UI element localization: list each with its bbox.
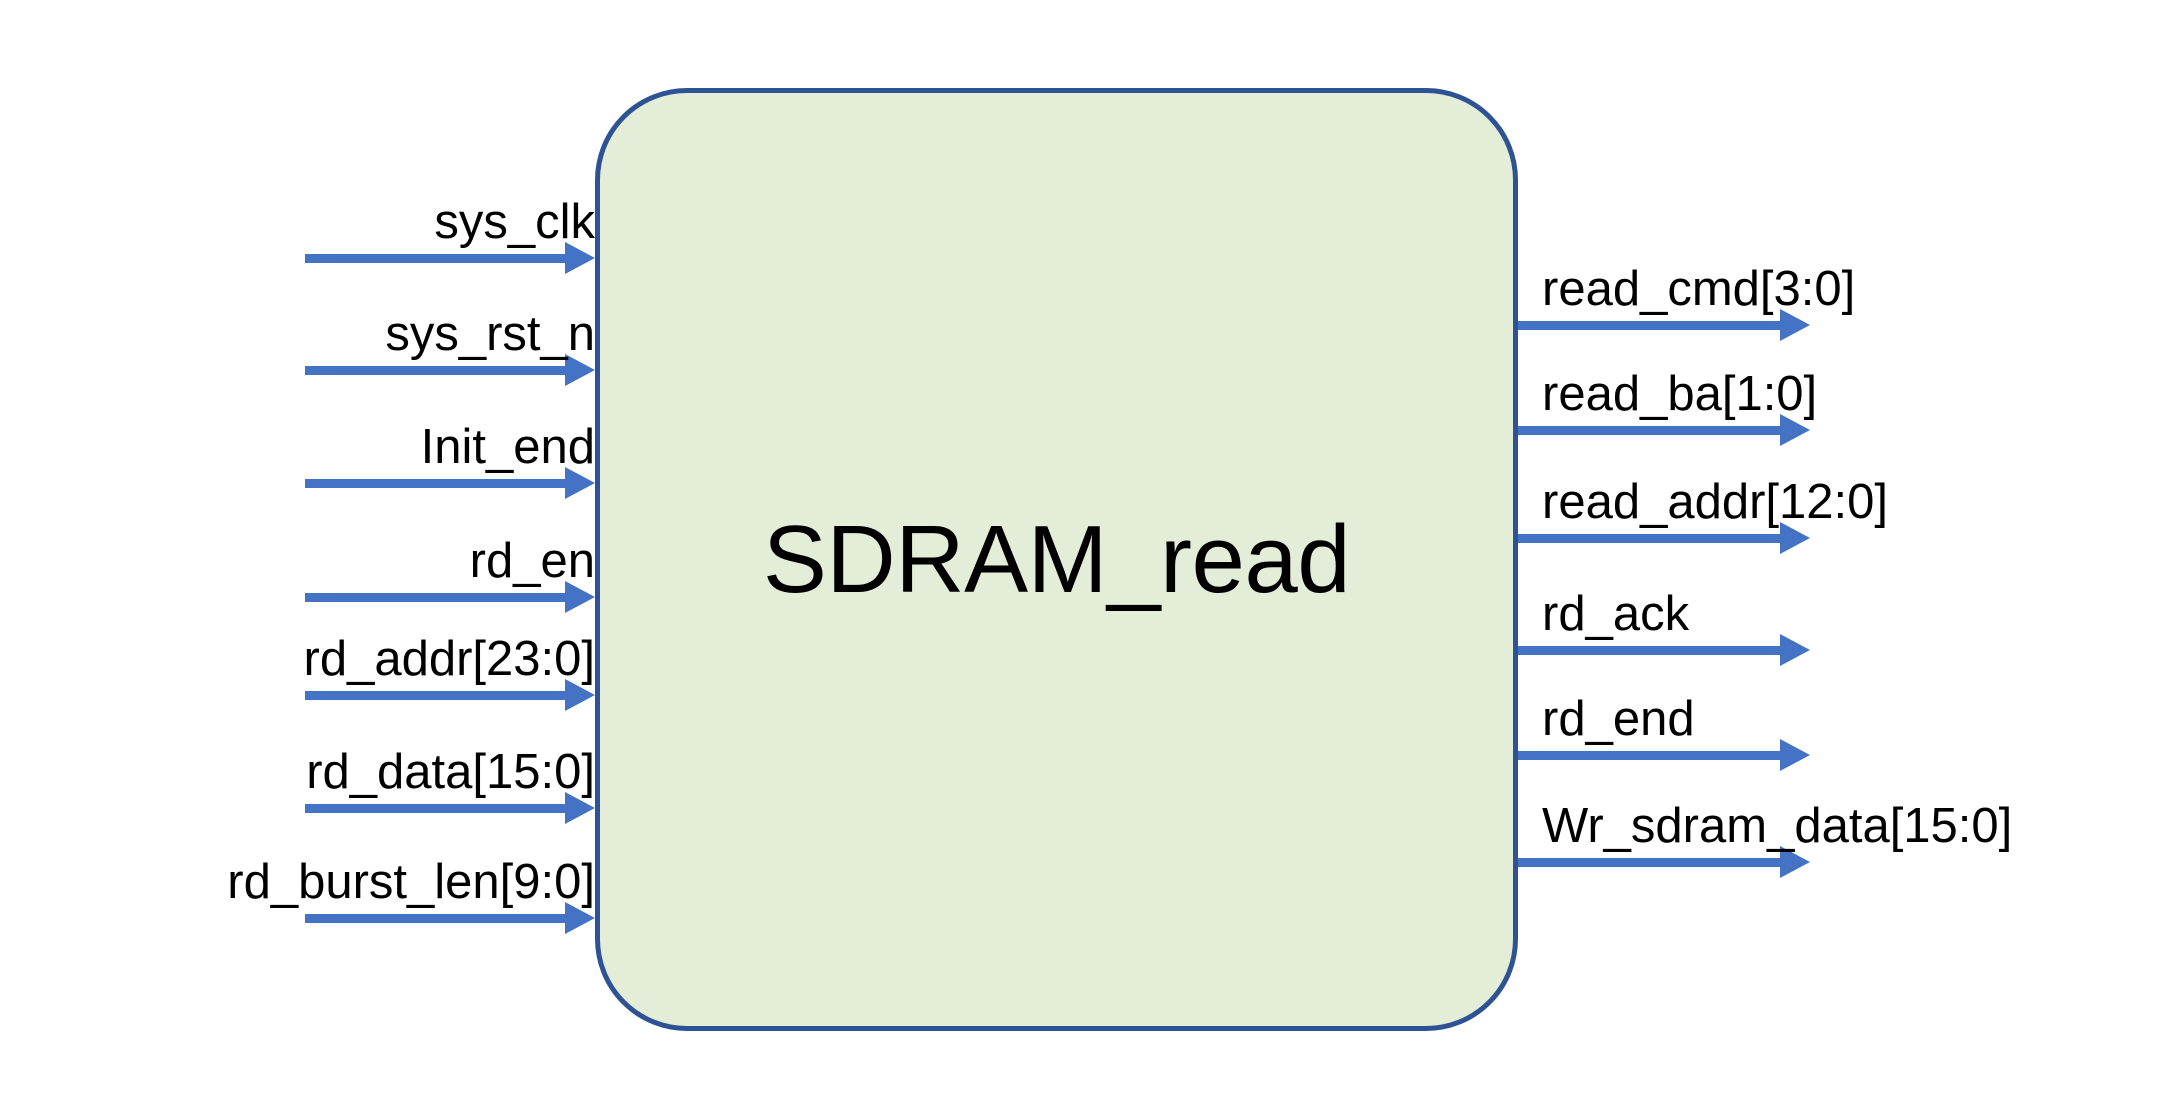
arrow-head-icon xyxy=(565,467,595,499)
output-arrow-shaft xyxy=(1518,534,1780,543)
input-signal-label: sys_clk xyxy=(434,194,595,249)
arrow-head-icon xyxy=(565,354,595,386)
output-signal-label: read_ba[1:0] xyxy=(1542,366,1818,421)
output-signal-label: rd_ack xyxy=(1542,586,1690,641)
input-arrow-shaft xyxy=(305,914,565,923)
input-signal-label: rd_addr[23:0] xyxy=(303,631,596,686)
output-signal-label: rd_end xyxy=(1542,691,1695,746)
input-arrow-shaft xyxy=(305,593,565,602)
arrow-head-icon xyxy=(1780,634,1810,666)
input-arrow-shaft xyxy=(305,479,565,488)
module-block-sdram-read: SDRAM_read xyxy=(595,88,1518,1031)
output-arrow-shaft xyxy=(1518,751,1780,760)
input-arrow-shaft xyxy=(305,804,565,813)
input-signal-label: rd_data[15:0] xyxy=(306,744,595,799)
output-arrow-shaft xyxy=(1518,646,1780,655)
arrow-head-icon xyxy=(1780,309,1810,341)
arrow-head-icon xyxy=(565,581,595,613)
arrow-head-icon xyxy=(565,242,595,274)
module-title: SDRAM_read xyxy=(762,505,1351,613)
output-signal-label: read_addr[12:0] xyxy=(1542,474,1888,529)
output-signal-label: read_cmd[3:0] xyxy=(1542,261,1856,316)
arrow-head-icon xyxy=(565,679,595,711)
input-arrow-shaft xyxy=(305,254,565,263)
output-arrow-shaft xyxy=(1518,858,1780,867)
arrow-head-icon xyxy=(1780,414,1810,446)
input-signal-label: Init_end xyxy=(420,419,595,474)
input-signal-label: rd_en xyxy=(469,533,595,588)
output-arrow-shaft xyxy=(1518,426,1780,435)
input-arrow-shaft xyxy=(305,691,565,700)
arrow-head-icon xyxy=(565,902,595,934)
output-arrow-shaft xyxy=(1518,321,1780,330)
arrow-head-icon xyxy=(1780,846,1810,878)
arrow-head-icon xyxy=(1780,739,1810,771)
input-signal-label: sys_rst_n xyxy=(385,306,595,361)
output-signal-label: Wr_sdram_data[15:0] xyxy=(1542,798,2013,853)
arrow-head-icon xyxy=(1780,522,1810,554)
input-arrow-shaft xyxy=(305,366,565,375)
arrow-head-icon xyxy=(565,792,595,824)
input-signal-label: rd_burst_len[9:0] xyxy=(227,854,595,909)
